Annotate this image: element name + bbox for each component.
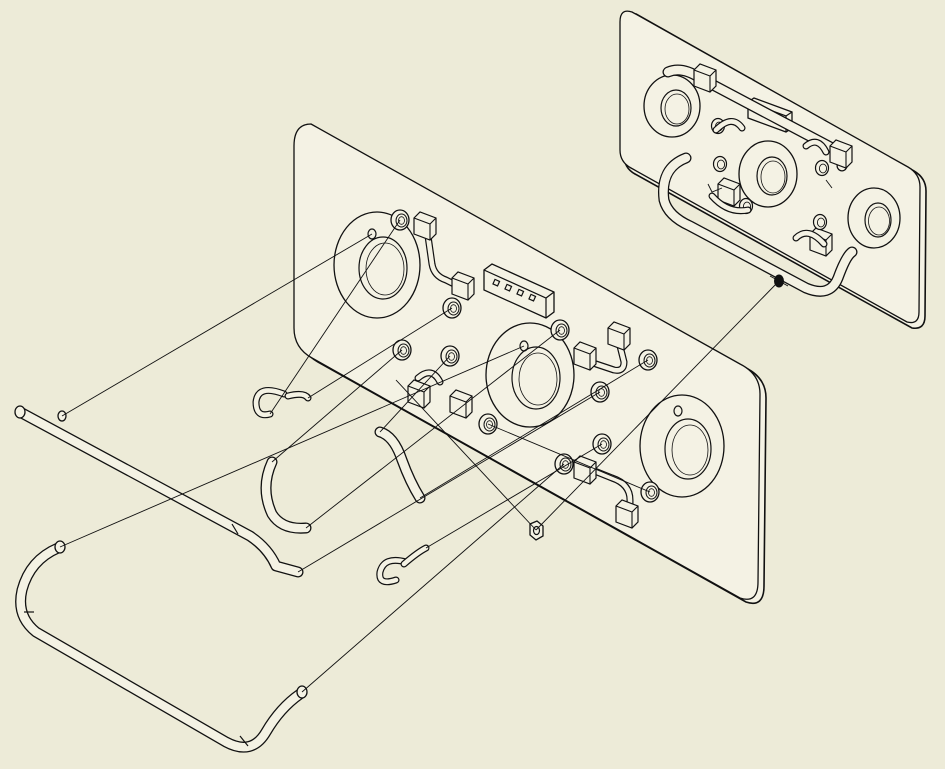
hex-nut <box>529 520 544 541</box>
tube-hook-upper <box>252 386 312 419</box>
tube-large-u <box>15 540 308 753</box>
small-hook-tubes <box>708 118 830 248</box>
small-washer-2 <box>712 155 728 173</box>
fitting-trace-center <box>573 321 631 374</box>
small-fitting-2 <box>829 139 853 169</box>
port-ring-right <box>639 394 725 498</box>
tube-s-center <box>374 426 426 504</box>
small-fitting-1 <box>693 63 717 93</box>
fitting-trace-lower-right <box>573 455 639 529</box>
port-ring-center <box>485 322 575 428</box>
small-port-ring-right <box>847 187 901 249</box>
small-washer-3 <box>814 159 830 177</box>
tube-hook-lower <box>376 544 430 586</box>
connector-block <box>483 263 555 319</box>
connector-pins <box>492 278 537 302</box>
small-washer-4 <box>812 213 828 231</box>
fitting-trace-upper-left <box>413 211 475 301</box>
assembly-trace-lines <box>59 219 780 693</box>
assembled-plate-view <box>619 10 927 330</box>
port-ring-left <box>333 211 421 319</box>
small-port-ring-center <box>738 140 798 208</box>
exploded-plate <box>293 123 767 605</box>
tube-j-left <box>260 456 312 534</box>
small-u-tube <box>657 152 858 297</box>
fitting-pair-center-left <box>407 369 473 419</box>
small-port-ring-left <box>643 74 701 138</box>
exploded-tube-set <box>14 386 430 753</box>
